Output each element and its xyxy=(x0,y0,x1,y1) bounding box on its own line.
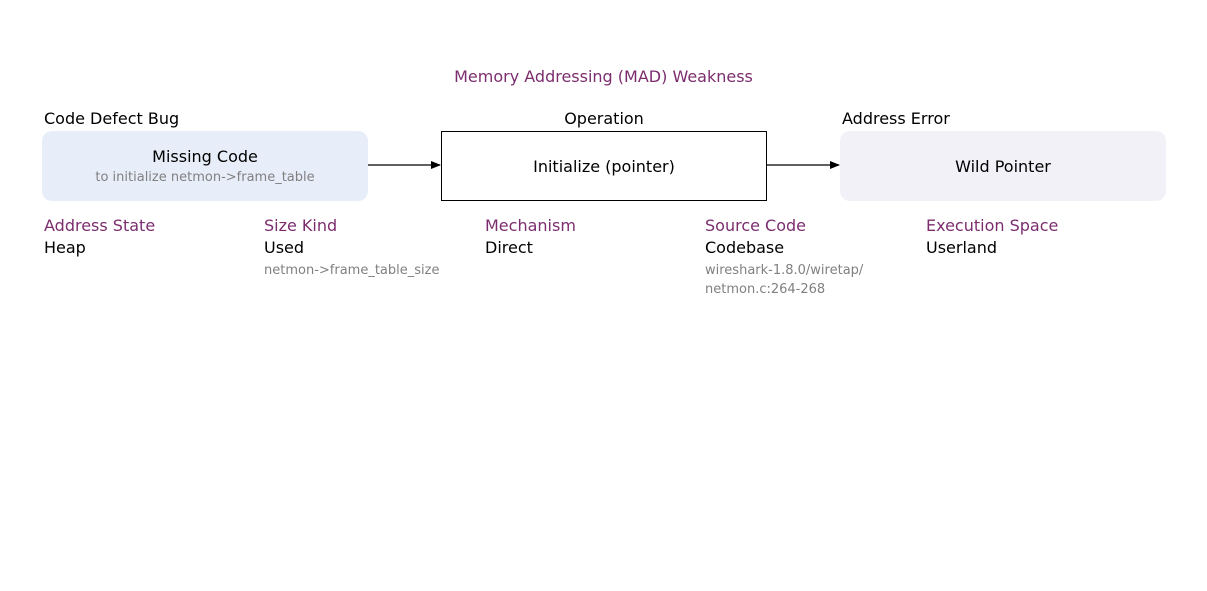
address-error-label: Address Error xyxy=(842,109,950,128)
source-code-name: Source Code xyxy=(705,216,806,235)
mechanism-value: Direct xyxy=(485,238,533,257)
size-kind-value: Used xyxy=(264,238,305,257)
address-state-name: Address State xyxy=(44,216,156,235)
diagram-title: Memory Addressing (MAD) Weakness xyxy=(454,67,753,86)
execution-space-value: Userland xyxy=(926,238,998,257)
execution-space-name: Execution Space xyxy=(926,216,1059,235)
size-kind-attribute: Size Kind Used netmon->frame_table_size xyxy=(264,215,464,280)
execution-space-attribute: Execution Space Userland xyxy=(926,215,1126,259)
source-code-value: Codebase xyxy=(705,238,785,257)
code-defect-box: Missing Code to initialize netmon->frame… xyxy=(42,131,368,201)
mechanism-name: Mechanism xyxy=(485,216,576,235)
code-defect-main-text: Missing Code xyxy=(152,147,258,166)
size-kind-name: Size Kind xyxy=(264,216,338,235)
size-kind-note: netmon->frame_table_size xyxy=(264,263,440,278)
mechanism-attribute: Mechanism Direct xyxy=(485,215,685,259)
code-defect-bug-label: Code Defect Bug xyxy=(44,109,180,128)
address-state-attribute: Address State Heap xyxy=(44,215,244,259)
code-defect-sub-text: to initialize netmon->frame_table xyxy=(95,170,315,185)
operation-main-text: Initialize (pointer) xyxy=(533,156,675,176)
operation-label: Operation xyxy=(564,109,644,128)
source-code-note: wireshark-1.8.0/wiretap/netmon.c:264-268 xyxy=(705,263,864,297)
address-error-box: Wild Pointer xyxy=(840,131,1166,201)
source-code-attribute: Source Code Codebase wireshark-1.8.0/wir… xyxy=(705,215,905,299)
operation-box: Initialize (pointer) xyxy=(441,131,767,201)
address-state-value: Heap xyxy=(44,238,86,257)
address-error-main-text: Wild Pointer xyxy=(955,156,1051,176)
